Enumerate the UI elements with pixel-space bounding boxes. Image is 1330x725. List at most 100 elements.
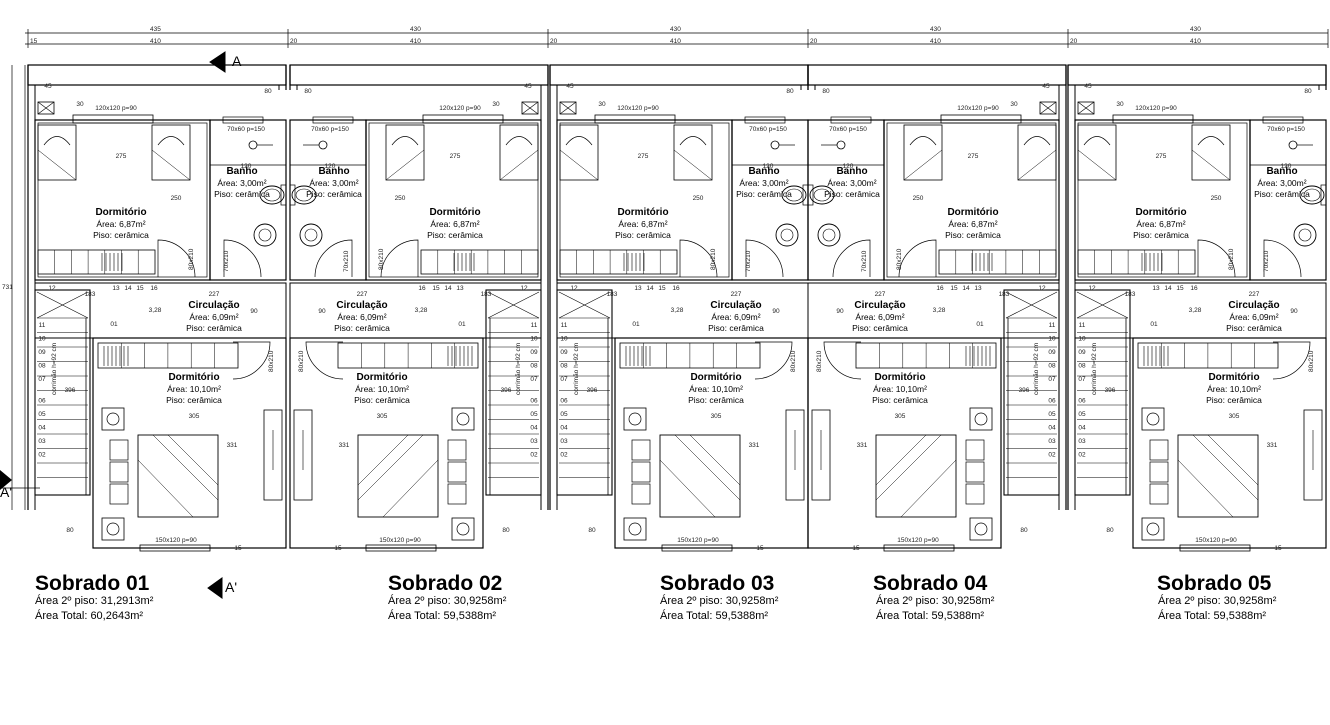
dimension-total-label: 430	[930, 26, 941, 33]
dimension-label: 396	[1105, 387, 1116, 394]
stair-step-label: 08	[1048, 363, 1056, 370]
bathroom-area: Área: 3,00m²	[1257, 178, 1306, 188]
bathroom-area: Área: 3,00m²	[309, 178, 358, 188]
upper-bedroom-area: Área: 6,87m²	[1136, 219, 1185, 229]
dimension-label: 80	[1106, 527, 1114, 534]
bathroom-area: Área: 3,00m²	[217, 178, 266, 188]
toilet-bowl	[813, 188, 831, 202]
bath-door	[223, 239, 262, 278]
double-bed	[1177, 434, 1259, 518]
dimension-label: 14	[646, 285, 654, 292]
stair-step-label: 01	[110, 321, 118, 328]
pillow-right	[1197, 136, 1225, 146]
door-label: 70x210	[861, 250, 868, 272]
lamp	[1146, 522, 1160, 536]
toilet	[1299, 185, 1325, 205]
upper-bedroom-door	[898, 239, 937, 278]
stair-step-label: 07	[1078, 376, 1086, 383]
unit-area2-2: Área 2º piso: 30,9258m²	[388, 595, 507, 607]
lamp	[628, 522, 642, 536]
dimension-label: 80	[502, 527, 510, 534]
section-mark-a-prime-left: A'	[0, 484, 13, 500]
pillow-right	[679, 136, 707, 146]
bathroom-walls	[209, 119, 287, 281]
door-label: 80x210	[268, 350, 275, 372]
stair-step-label: 09	[1048, 349, 1056, 356]
lower-bedroom-walls	[614, 337, 809, 549]
bed-left	[559, 124, 599, 181]
circulation-name: Circulação	[188, 300, 239, 311]
bed-blanket	[152, 434, 219, 501]
vent-shaft-x	[1039, 101, 1057, 115]
wardrobe	[938, 249, 1057, 275]
dimension-label: 305	[1229, 413, 1240, 420]
lower-bedroom-name: Dormitório	[1208, 372, 1259, 383]
door-label: 80x210	[1228, 248, 1235, 270]
unit-2-drawing	[289, 64, 549, 552]
upper-bedroom-inner	[37, 122, 208, 278]
stair-step-label: 04	[530, 425, 538, 432]
dimension-edge-label: 15	[30, 38, 38, 45]
unit-area2-5: Área 2º piso: 30,9258m²	[1158, 595, 1277, 607]
stair-step-label: 08	[38, 363, 46, 370]
lower-bedroom-name: Dormitório	[168, 372, 219, 383]
pillow-left	[565, 136, 593, 146]
stair-step-label: 10	[530, 336, 538, 343]
stair-step-label: 05	[530, 411, 538, 418]
blanket-fold	[151, 149, 191, 181]
unit-total-5: Área Total: 59,5388m²	[1158, 610, 1267, 622]
stair-step-label: 06	[1078, 398, 1086, 405]
dimension-label: 90	[318, 308, 326, 315]
stair-step-label: 08	[530, 363, 538, 370]
upper-bedroom-name: Dormitório	[617, 207, 668, 218]
wardrobe	[1077, 249, 1196, 275]
door-label: 80x210	[378, 248, 385, 270]
blanket-fold	[1017, 149, 1057, 181]
lower-bedroom-area: Área: 10,10m²	[355, 384, 409, 394]
dimension-label: 12	[1038, 285, 1046, 292]
dimension-label: 183	[481, 291, 492, 298]
toilet	[809, 185, 835, 205]
stair-step-label: 10	[560, 336, 568, 343]
lower-bedroom-name: Dormitório	[690, 372, 741, 383]
upper-window	[594, 114, 676, 124]
circulation-area: Área: 6,09m²	[1229, 312, 1278, 322]
vent-shaft-x	[559, 101, 577, 115]
stair-step-label: 01	[632, 321, 640, 328]
side-closet	[263, 409, 283, 501]
unit-total-4: Área Total: 59,5388m²	[876, 610, 985, 622]
window-label: 70x60 p=150	[1267, 126, 1305, 133]
dimension-label: 30	[1116, 101, 1124, 108]
blanket-fold	[385, 149, 425, 181]
dimension-label: 331	[227, 442, 238, 449]
stair-step-label: 06	[1048, 398, 1056, 405]
unit-area2-3: Área 2º piso: 30,9258m²	[660, 595, 779, 607]
stair-step-label: 03	[1048, 438, 1056, 445]
dimension-label: 275	[968, 153, 979, 160]
lower-bedroom-name: Dormitório	[356, 372, 407, 383]
dimension-label: 80	[822, 88, 830, 95]
bathroom-walls	[1249, 119, 1327, 281]
pillow	[447, 483, 467, 505]
stair-step-label: 09	[1078, 349, 1086, 356]
handrail-label: corrimão h=92 cm	[573, 343, 580, 395]
pillow-right	[157, 136, 185, 146]
door-label: 70x210	[1263, 250, 1270, 272]
blanket-fold	[499, 149, 539, 181]
dimension-label: 16	[418, 285, 426, 292]
pillow	[965, 439, 985, 461]
bath-door	[1263, 239, 1302, 278]
dimension-left-label: 731	[2, 284, 13, 291]
lower-bedroom-walls	[92, 337, 287, 549]
dimension-label: 305	[189, 413, 200, 420]
dimension-label: 15	[756, 545, 764, 552]
shower-head	[1288, 140, 1298, 150]
dimension-label: 80	[588, 527, 596, 534]
door-label: 80x210	[896, 248, 903, 270]
pillow-left	[43, 136, 71, 146]
dimension-label: 227	[731, 291, 742, 298]
lower-bedroom-floor: Piso: cerâmica	[872, 395, 928, 405]
toilet-tank	[289, 184, 296, 206]
shower-head	[248, 140, 258, 150]
dimension-label: 275	[1156, 153, 1167, 160]
